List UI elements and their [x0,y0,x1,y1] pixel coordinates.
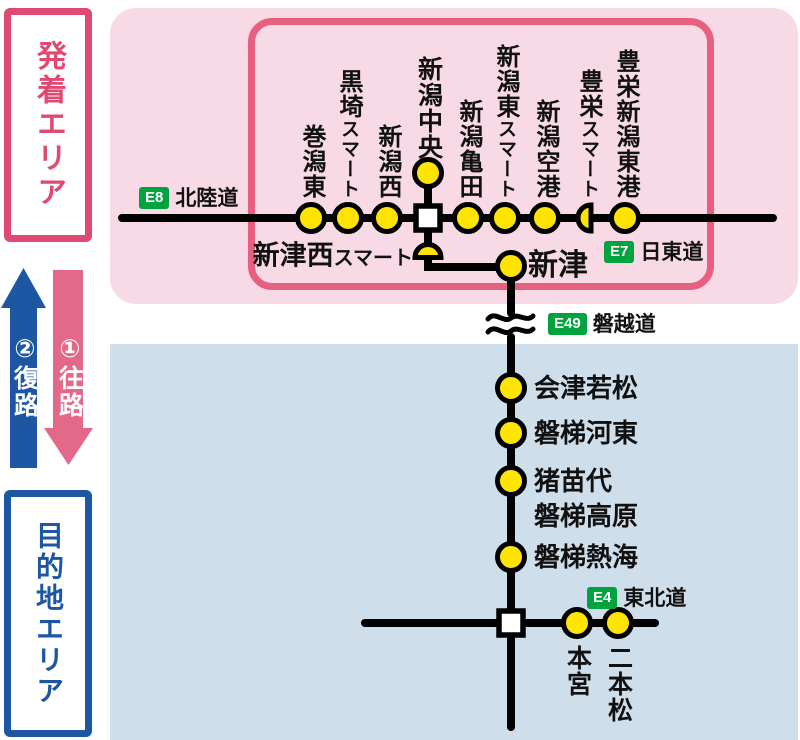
station-label-niigata-chuo: 新潟中央 [414,56,443,160]
departure-area-label-box: 発着エリア [4,8,92,242]
station-label-aizuwakamatsu: 会津若松 [534,373,639,403]
niigata-chuo-ic-marker [412,157,444,189]
station-name-main: 豊栄 [575,69,602,119]
station-name-main: 新津西 [252,240,334,271]
toyosaka-smart-ic-marker [575,202,594,234]
motomiya-ic-marker [561,607,593,639]
toyosaka-niigata-higashiko-ic-marker [609,202,641,234]
hokuriku-road-name: 北陸道 [175,186,239,210]
station-label-niigata-higashi-smart: 新潟東スマート [492,44,519,199]
station-label-nihonmatsu: 二本松 [604,645,633,723]
aizuwakamatsu-ic-marker [495,372,527,404]
station-name-main: 黒埼 [335,69,362,119]
road-label-e4: E4 東北道 [587,587,686,609]
direction-arrows [1,268,93,468]
nihonkai-tohoku-road-name: 日東道 [640,240,704,264]
road-label-e8: E8 北陸道 [139,187,238,209]
nihonmatsu-ic-marker [602,607,634,639]
route-break-wave-bottom [485,326,536,335]
station-name-main: 新潟東 [492,44,519,119]
station-label-niitsu-nishi-smart: 新津西スマート [252,240,413,271]
bandai-kawahigashi-ic-marker [495,417,527,449]
station-label-makikatahigashi: 巻潟東 [298,124,325,199]
banetsu-road-name: 磐越道 [592,312,656,336]
station-label-inawashiro: 猪苗代 [534,466,613,496]
station-name-suffix: スマート [333,247,413,270]
station-label-motomiya: 本宮 [563,645,592,697]
niigata-higashi-smart-ic-marker [489,202,521,234]
niitsu-ic-marker [495,250,527,282]
station-label-niitsu: 新津 [528,249,588,282]
destination-area-label-box: 目的地エリア [4,490,92,737]
e4-badge: E4 [587,587,618,609]
outbound-arrow [44,270,93,465]
station-label-toyosaka-smart: 豊栄スマート [575,69,602,199]
e7-badge: E7 [604,241,635,263]
station-label-bandai-kawahigashi: 磐梯河東 [534,418,639,448]
station-label-bandai-atami: 磐梯熱海 [534,542,639,572]
niigata-kameda-ic-marker [452,202,484,234]
outbound-arrow-label: ①往路 [55,334,84,419]
e49-badge: E49 [548,313,587,335]
station-label-niigata-nishi: 新潟西 [374,124,401,199]
station-label-kurosaki-smart: 黒埼スマート [335,69,362,199]
departure-ic-group-box [248,18,714,290]
tohoku-road-name: 東北道 [623,586,687,610]
return-arrow [1,268,46,468]
departure-area-label: 発着エリア [32,40,65,210]
road-label-e49: E49 磐越道 [548,313,656,335]
bandai-atami-ic-marker [495,541,527,573]
niitsu-nishi-smart-ic-marker [412,242,444,260]
station-label-toyosaka-niigata-higashiko: 豊栄新潟東港 [612,49,639,199]
niigata-chuo-jct-marker [413,203,443,233]
e8-badge: E8 [139,187,170,209]
departure-area-bg [110,8,798,304]
niigata-nishi-ic-marker [371,202,403,234]
koriyama-jct-marker [496,608,526,638]
inawashiro-bandaikogen-ic-marker [495,465,527,497]
station-name-suffix: スマート [495,119,516,199]
station-label-niigata-airport: 新潟空港 [532,99,559,199]
destination-area-label: 目的地エリア [33,520,64,707]
destination-area-bg [110,344,798,740]
return-arrow-label: ②復路 [10,334,39,419]
station-name-suffix: スマート [578,119,599,199]
route-break-wave-top [485,313,536,322]
road-label-e7: E7 日東道 [604,241,703,263]
makikatahigashi-ic-marker [295,202,327,234]
station-label-niigata-kameda: 新潟亀田 [455,99,482,199]
niigata-airport-ic-marker [529,202,561,234]
kurosaki-smart-ic-marker [332,202,364,234]
station-label-bandaikogen: 磐梯高原 [534,501,639,531]
station-name-suffix: スマート [338,119,359,199]
